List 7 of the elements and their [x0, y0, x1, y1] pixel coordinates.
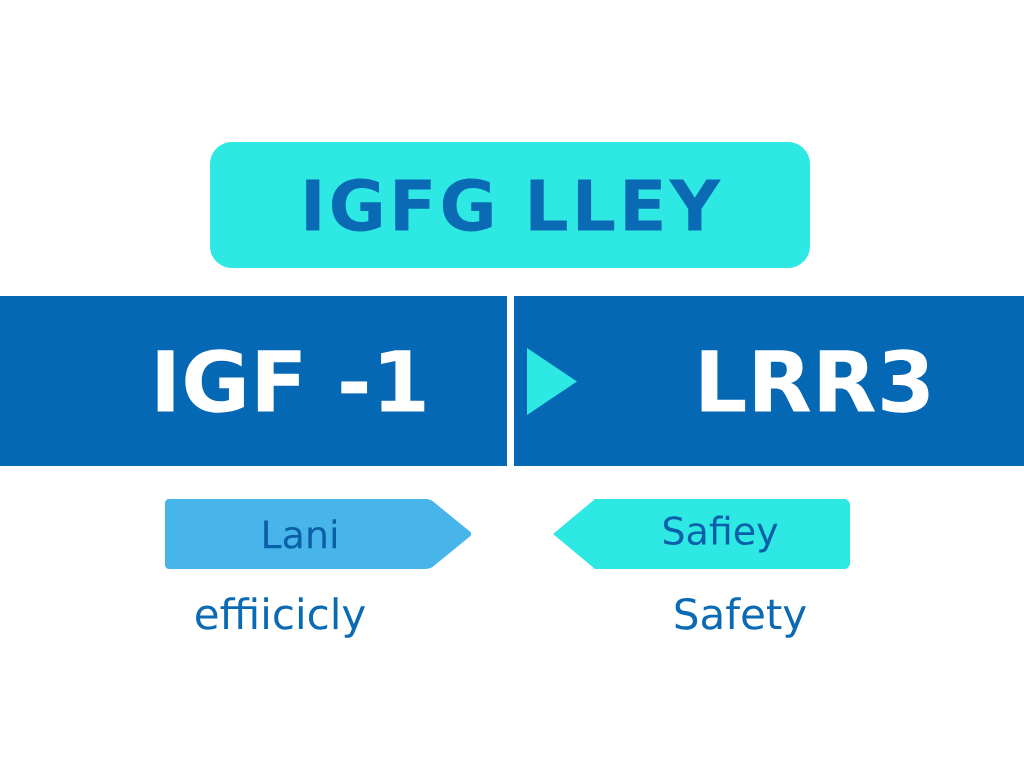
arrow-tag-left: Safiey — [553, 499, 850, 569]
node-label: effiicicly — [196, 597, 366, 638]
arrow-tag-right: Lani — [165, 499, 472, 569]
title-box: IGFG LLEY — [210, 142, 810, 268]
band: IGF -1 — [0, 296, 507, 466]
node-label: Safety — [675, 597, 806, 638]
band: LRR3 — [514, 296, 1024, 466]
